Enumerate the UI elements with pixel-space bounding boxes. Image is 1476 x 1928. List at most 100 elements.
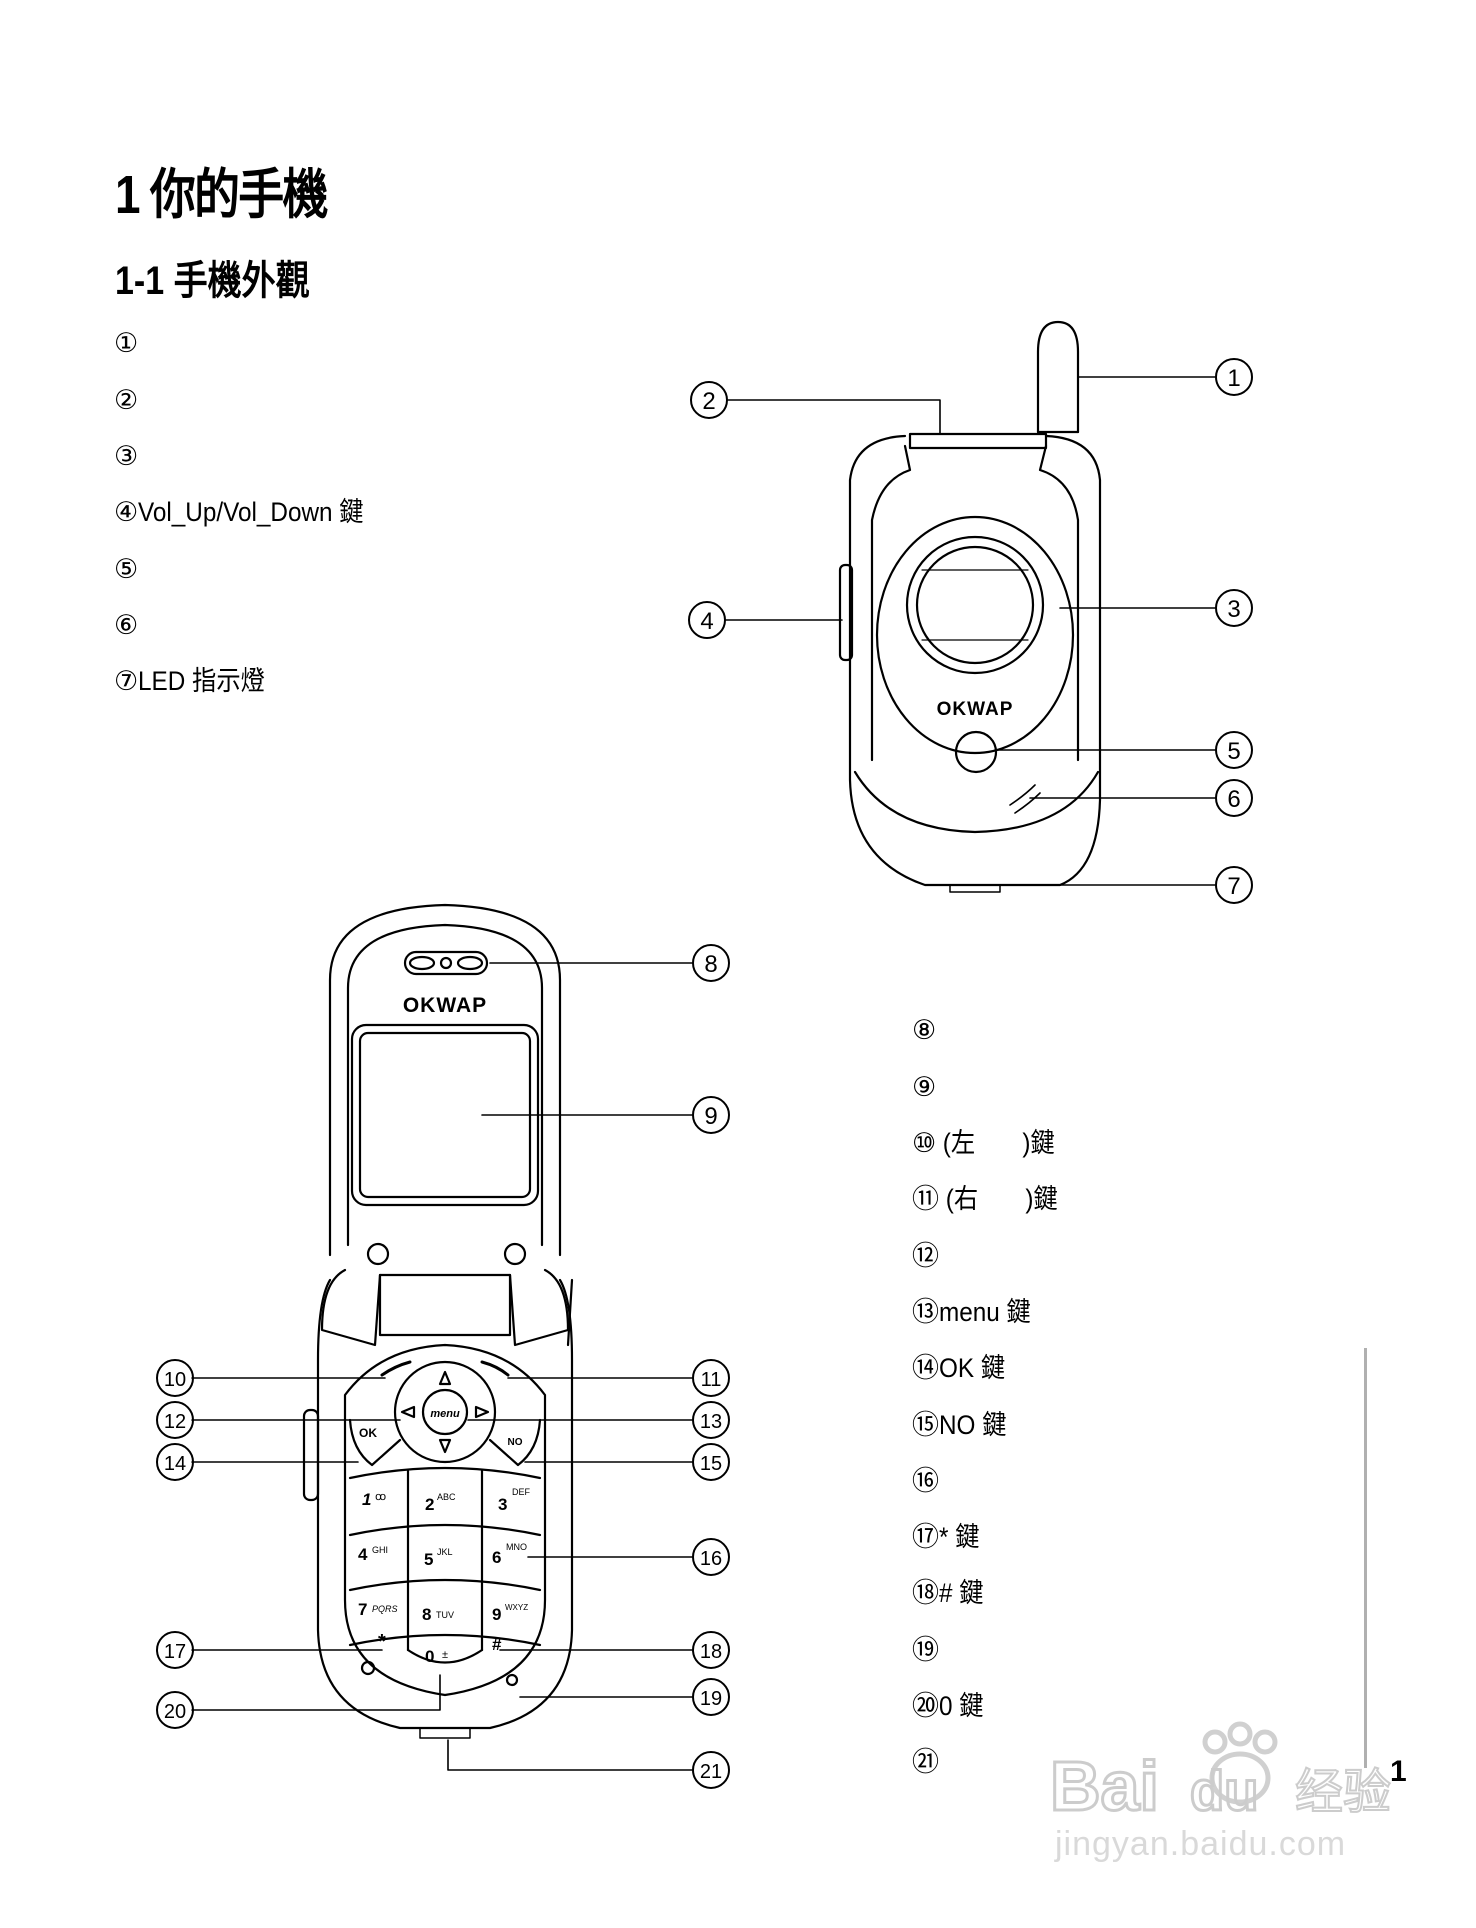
outer-display (905, 535, 1045, 675)
legend-item-14: ⑭OK 鍵 (912, 1353, 1013, 1383)
key-4: 4 (358, 1545, 368, 1564)
callout-17: 17 (156, 1631, 194, 1669)
callout-20-number: 20 (164, 1701, 186, 1723)
legend-text: * 鍵 (939, 1522, 980, 1552)
closed-phone-inner-shell (870, 444, 912, 762)
key-9: 9 (492, 1605, 501, 1624)
callout-6: 6 (1215, 779, 1253, 817)
key-3: 3 (498, 1495, 507, 1514)
legend-item-19: ⑲ (912, 1635, 939, 1665)
legend-number: ⑫ (912, 1241, 939, 1271)
bottom-connector (419, 1727, 471, 1739)
key-8-sub: TUV (436, 1610, 454, 1620)
outer-display-bezel (875, 515, 1075, 755)
legend-text: NO 鍵 (939, 1410, 1007, 1440)
menu-key-label: menu (430, 1408, 460, 1420)
legend-text: menu 鍵 (939, 1297, 1031, 1327)
legend-item-2: ② (114, 385, 138, 415)
callout-3: 3 (1215, 589, 1253, 627)
callout-15: 15 (692, 1443, 730, 1481)
svg-text:经验: 经验 (1295, 1764, 1391, 1820)
soft-key-right-mark (480, 1360, 510, 1377)
call-key-outline (348, 1418, 402, 1467)
legend-number: ⑥ (114, 610, 139, 640)
legend-number: ⑰ (912, 1522, 939, 1552)
callout-18-number: 18 (700, 1641, 722, 1663)
legend-text: 0 鍵 (939, 1691, 984, 1721)
end-key-outline (488, 1418, 542, 1467)
key-8: 8 (422, 1605, 431, 1624)
callout-7: 7 (1215, 866, 1253, 904)
key-star: * (378, 1631, 386, 1653)
legend-text: (左 )鍵 (936, 1128, 1056, 1158)
camera-lens (954, 730, 998, 774)
callout-11-number: 11 (701, 1369, 722, 1391)
key-2: 2 (425, 1495, 434, 1514)
legend-item-12: ⑫ (912, 1241, 939, 1271)
legend-item-3: ③ (114, 441, 138, 471)
callout-2-number: 2 (702, 388, 715, 415)
ok-key-label: OK (359, 1426, 377, 1440)
key-7: 7 (358, 1600, 367, 1619)
flip-lid-inner (346, 923, 544, 1247)
legend-number: ⑳ (912, 1691, 939, 1721)
chapter-title: 1 你的手機 (115, 165, 328, 225)
key-4-sub: GHI (372, 1545, 388, 1555)
baidu-watermark-logo: Bai du 经验 (1049, 1721, 1392, 1827)
callout-4: 4 (688, 601, 726, 639)
svg-text:Bai: Bai (1050, 1747, 1159, 1825)
callout-5: 5 (1215, 731, 1253, 769)
callout-9: 9 (692, 1096, 730, 1134)
key-1: 1 (362, 1490, 371, 1509)
closed-phone-brand: OKWAP (937, 699, 1014, 720)
callout-13-number: 13 (700, 1411, 722, 1433)
callout-20: 20 (156, 1691, 194, 1729)
legend-item-11: ⑪ (右 )鍵 (912, 1184, 1071, 1214)
legend-item-5: ⑤ (114, 554, 138, 584)
legend-item-21: ㉑ (912, 1747, 939, 1777)
legend-text: OK 鍵 (939, 1353, 1006, 1383)
svg-text:du: du (1190, 1759, 1258, 1822)
callout-10: 10 (156, 1359, 194, 1397)
legend-number: ⑬ (912, 1297, 939, 1327)
menu-key (421, 1388, 469, 1436)
legend-item-13: ⑬menu 鍵 (912, 1297, 1041, 1327)
screw-bottom-left (360, 1660, 376, 1676)
callout-19: 19 (692, 1678, 730, 1716)
callout-13: 13 (692, 1401, 730, 1439)
legend-text: # 鍵 (939, 1578, 984, 1608)
page-number: 1 (1390, 1755, 1407, 1788)
legend-number: ⑭ (912, 1353, 939, 1383)
key-0: 0 (425, 1647, 434, 1666)
callout-12: 12 (156, 1401, 194, 1439)
callout-8-number: 8 (704, 951, 717, 978)
legend-number: ㉑ (912, 1747, 939, 1777)
soft-key-left-mark (380, 1360, 412, 1377)
keypad-outline (343, 1343, 547, 1697)
closed-phone-hinge-top (908, 432, 1048, 450)
margin-rule (1364, 1348, 1367, 1768)
legend-item-8: ⑧ (912, 1015, 936, 1045)
legend-item-15: ⑮NO 鍵 (912, 1410, 1014, 1440)
callout-21-number: 21 (700, 1761, 722, 1783)
navigation-ring (393, 1360, 497, 1464)
callout-4-number: 4 (700, 608, 713, 635)
callout-14: 14 (156, 1443, 194, 1481)
legend-number: ⑨ (912, 1072, 937, 1102)
legend-number: ⑯ (912, 1466, 939, 1496)
key-hash: # (492, 1635, 502, 1654)
legend-item-10: ⑩ (左 )鍵 (912, 1128, 1068, 1158)
legend-number: ⑪ (912, 1184, 939, 1214)
legend-item-6: ⑥ (114, 610, 138, 640)
legend-item-4: ④Vol_Up/Vol_Down 鍵 (114, 497, 389, 527)
callout-18: 18 (692, 1631, 730, 1669)
callout-8: 8 (692, 944, 730, 982)
callout-7-number: 7 (1227, 873, 1240, 900)
callout-15-number: 15 (700, 1453, 722, 1475)
legend-item-1: ① (114, 328, 138, 358)
leader-lines (191, 376, 1216, 1771)
callout-10-number: 10 (164, 1369, 186, 1391)
antenna (1036, 320, 1080, 434)
section-title: 1-1 手機外觀 (115, 259, 310, 303)
